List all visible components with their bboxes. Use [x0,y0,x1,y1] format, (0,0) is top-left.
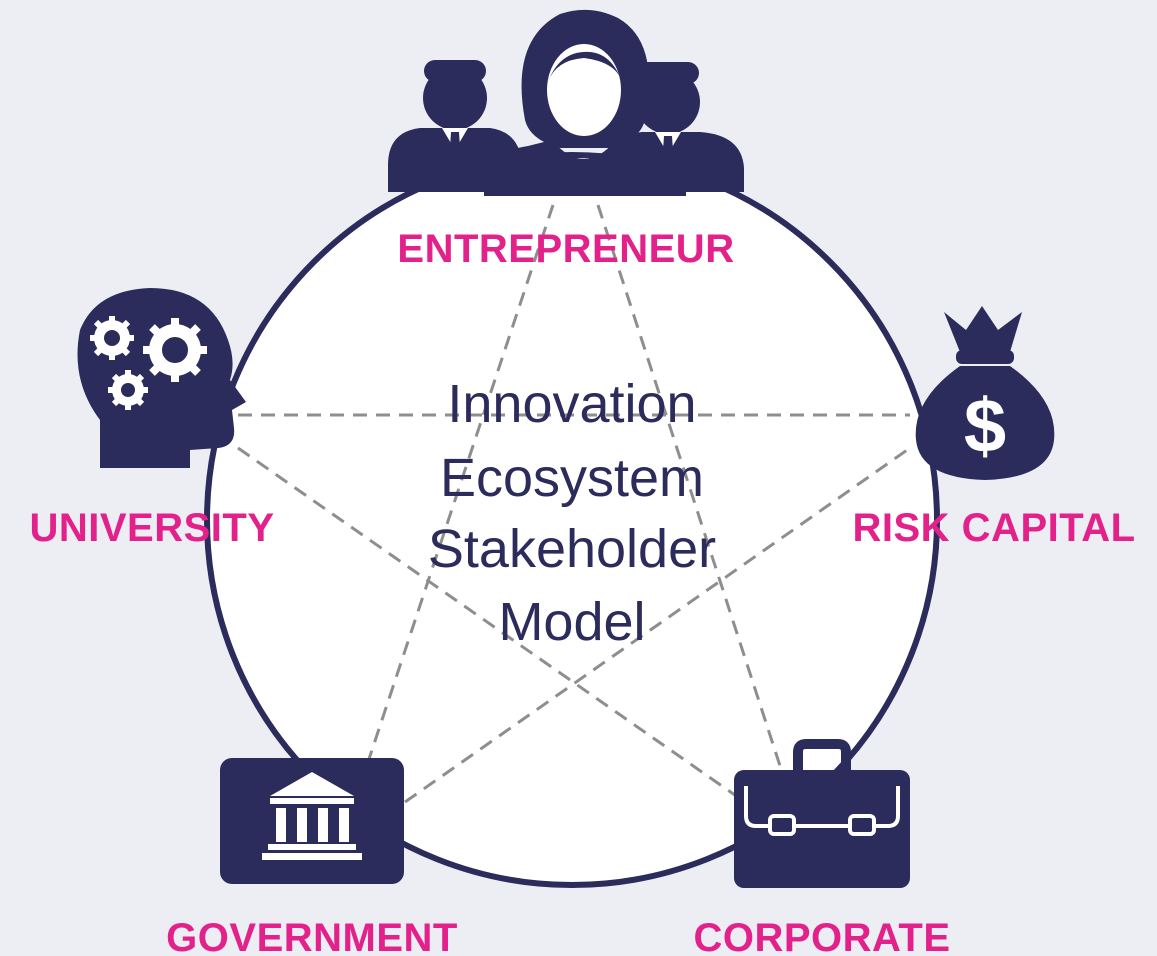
connector-lines [237,204,911,804]
center-title: Innovation Ecosystem Stakeholder Model [428,374,716,652]
title-line-3: Stakeholder [428,519,716,579]
money-bag-icon: $ [915,306,1055,480]
label-government: GOVERNMENT [166,916,458,956]
title-line-4: Model [498,592,645,652]
title-line-2: Ecosystem [440,448,704,508]
svg-text:$: $ [964,384,1006,469]
connector-government-riskcapital [404,446,911,804]
ecosystem-circle [204,152,940,888]
title-line-1: Innovation [447,374,696,434]
people-group-icon [388,9,744,196]
government-building-icon [220,758,404,884]
briefcase-icon [734,739,910,888]
connector-entrepreneur-corporate [596,204,784,773]
label-corporate: CORPORATE [693,916,950,956]
label-risk-capital: RISK CAPITAL [852,506,1135,550]
connector-university-corporate [237,446,743,802]
label-university: UNIVERSITY [29,506,274,550]
connector-entrepreneur-government [366,204,555,763]
head-gears-icon [77,288,246,468]
label-entrepreneur: ENTREPRENEUR [397,227,734,271]
